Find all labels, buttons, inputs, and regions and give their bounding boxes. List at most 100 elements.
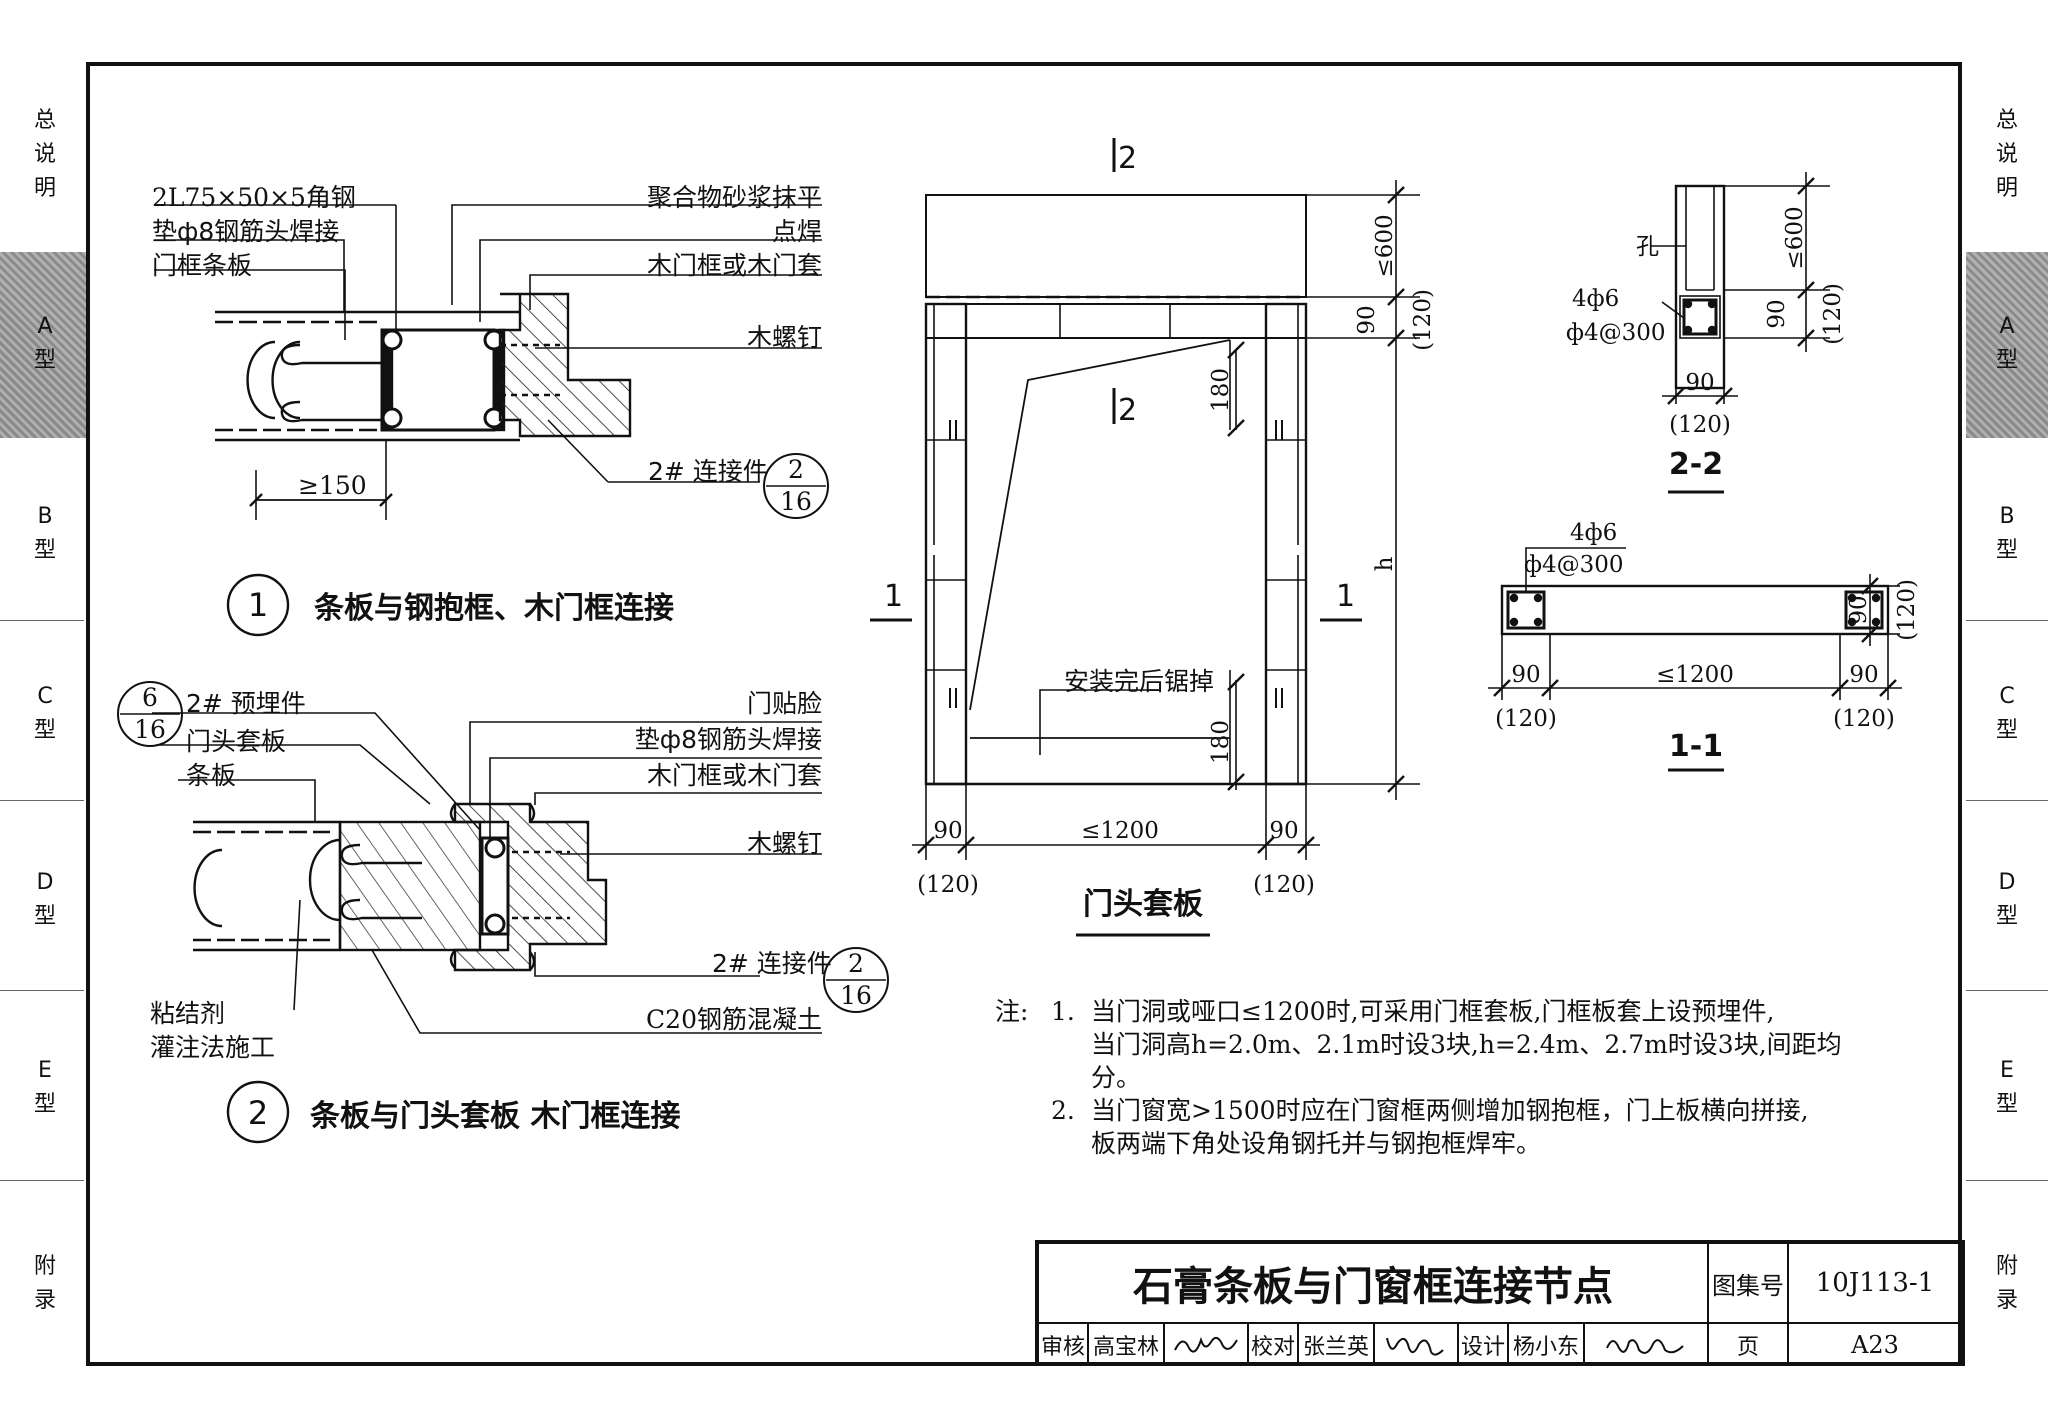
elev-saw-note: 安装完后锯掉 [1064,667,1214,696]
title-block: 石膏条板与门窗框连接节点 图集号 10J113-1 审核 高宝林 校对 张兰英 … [1035,1240,1965,1366]
drawing-frame [86,62,1962,1366]
sidebar-right-item-appendix[interactable]: 附 录 [1962,1250,2048,1318]
sidebar-char: 说 [1995,142,2018,167]
sidebar-char: D [36,870,54,895]
review-label: 审核 [1039,1324,1089,1366]
detail2-drawing [193,802,608,972]
sidebar-char: 型 [33,1092,56,1117]
designer-name: 杨小东 [1509,1324,1585,1366]
sidebar-right-item-b[interactable]: B 型 [1962,500,2048,568]
elev-dim-180-bottom: 180 [1208,720,1234,764]
sidebar-right-item-c[interactable]: C 型 [1962,680,2048,748]
note-2-text: 当门窗宽>1500时应在门窗框两侧增加钢抱框，门上板横向拼接, 板两端下角处设角… [1091,1094,1809,1160]
sidebar-right-item-a[interactable]: A 型 [1962,310,2048,378]
d2-label-grouting: 灌注法施工 [150,1033,275,1062]
sidebar-left-divider [0,990,84,991]
d2-connector-label: 2# 连接件 [712,949,832,978]
sidebar-char: D [1998,870,2016,895]
sidebar-left-item-general[interactable]: 总 说 明 [0,104,90,206]
checker-signature [1375,1324,1459,1366]
sidebar-right-item-d[interactable]: D 型 [1962,866,2048,934]
note-line: 板两端下角处设角钢托并与钢抱框焊牢。 [1091,1129,1542,1158]
sidebar-left-item-e[interactable]: E 型 [0,1054,90,1122]
s11-dim-120-left: (120) [1495,706,1557,732]
sidebar-left-item-b[interactable]: B 型 [0,500,90,568]
sidebar-char: 型 [33,538,56,563]
d2-label-wood-frame: 木门框或木门套 [647,761,822,790]
sidebar-left-divider [0,620,84,621]
d2-title: 条板与门头套板 木门框连接 [310,1099,680,1134]
d1-number: 1 [248,586,268,624]
d1-connector-label: 2# 连接件 [648,457,768,486]
sidebar-right-item-e[interactable]: E 型 [1962,1054,2048,1122]
reviewer-name: 高宝林 [1089,1324,1165,1366]
s11-dim-120-v: (120) [1894,579,1920,641]
sidebar-right-divider [1966,1180,2048,1181]
note-1-text: 当门洞或哑口≤1200时,可采用门框套板,门框板套上设预埋件, 当门洞高h=2.… [1091,995,1842,1094]
d2-ref2-bottom: 16 [840,981,872,1010]
elev-dim-600: ≤600 [1372,214,1398,277]
sidebar-char: 明 [1995,176,2018,201]
elev-dim-120: (120) [1410,289,1436,351]
s22-rebar: 4ф6 [1572,286,1619,312]
elev-dim-bottom-120-left: (120) [917,872,979,898]
sidebar-char: B [37,504,53,529]
sidebar-char: 明 [33,176,56,201]
sidebar-char: 型 [33,904,56,929]
sidebar-char: 型 [33,718,56,743]
sidebar-char: 录 [1995,1288,2018,1313]
sidebar-char: 型 [1995,538,2018,563]
d2-label-adhesive: 粘结剂 [150,999,225,1028]
d1-label-wood-frame: 木门框或木门套 [647,251,822,280]
check-label: 校对 [1249,1324,1299,1366]
sidebar-char: C [37,684,53,709]
notes: 注: 1. 当门洞或哑口≤1200时,可采用门框套板,门框板套上设预埋件, 当门… [995,995,1895,1160]
notes-label: 注: [995,997,1029,1026]
sidebar-right-active-shade [1966,252,2048,438]
s11-title: 1-1 [1669,729,1723,764]
d2-label-head-panel: 门头套板 [186,727,286,756]
elev-section-2-mid: 2 [1118,393,1137,428]
sidebar-right-item-general[interactable]: 总 说 明 [1962,104,2048,206]
s22-dim-600: ≤600 [1782,206,1808,269]
note-line: 当门窗宽>1500时应在门窗框两侧增加钢抱框，门上板横向拼接, [1091,1096,1809,1125]
sidebar-char: 录 [33,1288,56,1313]
atlas-number: 10J113-1 [1789,1244,1961,1324]
elev-dim-180-top: 180 [1208,368,1234,412]
sidebar-left-item-d[interactable]: D 型 [0,866,90,934]
s22-dim-90-v: 90 [1764,299,1790,328]
s11-dim-1200: ≤1200 [1656,662,1734,688]
sidebar-char: 说 [33,142,56,167]
sidebar-char: E [38,1058,52,1083]
page-label: 页 [1709,1324,1789,1366]
sidebar-left-item-a[interactable]: A 型 [0,310,90,378]
d1-title: 条板与钢抱框、木门框连接 [314,591,674,626]
sidebar-char: 总 [33,108,56,133]
sidebar-left-item-c[interactable]: C 型 [0,680,90,748]
s22-dim-90-h: 90 [1685,370,1714,396]
d1-ref-top: 2 [788,455,804,484]
s22-stirrup: ф4@300 [1566,320,1666,346]
sidebar-left-item-appendix[interactable]: 附 录 [0,1250,90,1318]
d2-ref-bottom: 16 [134,715,166,744]
note-line: 当门洞高h=2.0m、2.1m时设3块,h=2.4m、2.7m时设3块,间距均 [1091,1030,1842,1059]
d1-label-spot-weld: 点焊 [772,217,822,246]
elev-dim-bottom-90-left: 90 [933,818,962,844]
s11-stirrup: ф4@300 [1524,552,1624,578]
sidebar-char: E [2000,1058,2014,1083]
d1-dim-min: ≥150 [298,471,367,500]
note-line: 分。 [1091,1063,1142,1092]
sidebar-char: 型 [1995,718,2018,743]
d2-embed-label: 2# 预埋件 [186,689,306,718]
elev-dim-bottom-1200: ≤1200 [1081,818,1159,844]
elev-section-1-right: 1 [1336,579,1355,614]
sidebar-char: A [37,314,53,339]
s11-dim-90-right: 90 [1849,662,1878,688]
sidebar-char: 总 [1995,108,2018,133]
sidebar-char: B [1999,504,2015,529]
s11-dim-90-v: 90 [1846,595,1872,624]
sidebar-right-divider [1966,990,2048,991]
d2-label-trim: 门贴脸 [747,689,822,718]
sidebar-char: 附 [1995,1254,2018,1279]
